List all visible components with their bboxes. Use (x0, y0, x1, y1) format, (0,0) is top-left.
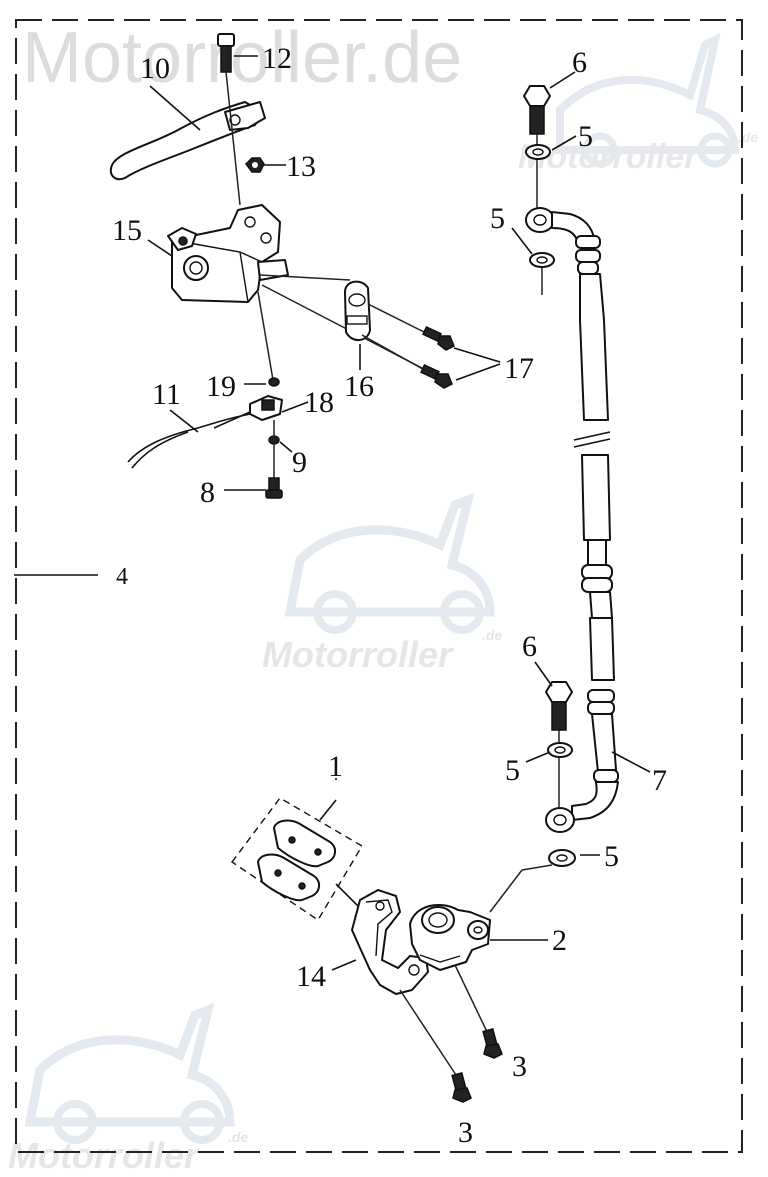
lever-pivot-nut (245, 157, 265, 173)
caliper-bolt-upper (482, 1028, 503, 1059)
clamp-bolts (361, 303, 455, 389)
watermark-scooter-center: Motorroller .de (262, 492, 502, 675)
watermark-brand-bottom: Motorroller (8, 1135, 200, 1176)
callout-3-upper: 3 (512, 1050, 527, 1083)
callout-6-lower: 6 (522, 630, 537, 663)
callout-3-lower: 3 (458, 1116, 473, 1149)
callout-13: 13 (286, 150, 316, 183)
caliper-bolt-axis-upper (454, 964, 491, 1039)
callout-14: 14 (296, 960, 326, 993)
callout-7: 7 (652, 764, 667, 797)
callout-4: 4 (116, 564, 128, 590)
caliper-bolt-lower (451, 1072, 472, 1103)
brake-light-switch (189, 395, 283, 431)
switch-cable (127, 411, 251, 469)
master-cylinder (167, 204, 446, 381)
callout-5-lower-b: 5 (604, 840, 619, 873)
callout-15: 15 (112, 214, 142, 247)
brake-lever (109, 101, 266, 181)
callout-16: 16 (344, 370, 374, 403)
lower-banjo-fitting (545, 807, 575, 833)
brake-pad-set (230, 797, 363, 921)
caliper-bolt-axis-lower (399, 989, 459, 1079)
handlebar-clamp (344, 280, 371, 341)
lower-banjo-bolt (545, 681, 573, 808)
watermark-scooter-top-right: Motorroller .de (518, 32, 758, 176)
watermark-suffix-center: .de (482, 627, 502, 643)
callout-1: 1 (328, 750, 343, 783)
watermark-brand-center: Motorroller (262, 634, 454, 675)
callout-5-upper-a: 5 (578, 120, 593, 153)
watermark-scooter-bottom-left: Motorroller .de (8, 1002, 248, 1176)
callout-leaders (147, 55, 651, 971)
callout-8: 8 (200, 476, 215, 509)
callout-5-upper-b: 5 (490, 202, 505, 235)
callout-11: 11 (152, 378, 181, 411)
callout-17: 17 (504, 352, 534, 385)
brake-hose (571, 235, 619, 821)
watermark-suffix-bottom: .de (228, 1129, 248, 1145)
switch-screw (265, 477, 283, 499)
callout-12: 12 (262, 42, 292, 75)
assembly-frame-dashed (15, 19, 743, 1153)
brake-caliper (409, 903, 491, 971)
callout-10: 10 (140, 52, 170, 85)
watermark-top: Motorroller.de (22, 18, 462, 98)
callout-19: 19 (206, 370, 236, 403)
watermark-suffix-top: .de (738, 129, 758, 145)
washer-19 (268, 377, 280, 387)
callout-labels: 12 10 13 15 6 5 5 17 16 19 18 11 9 8 4 6… (112, 42, 667, 1149)
callout-5-lower-a: 5 (505, 754, 520, 787)
callout-2: 2 (552, 924, 567, 957)
lever-pivot-bolt (217, 33, 241, 206)
callout-18: 18 (304, 386, 334, 419)
callout-6-upper: 6 (572, 46, 587, 79)
callout-9: 9 (292, 446, 307, 479)
watermark-main-text: Motorroller.de (22, 18, 462, 98)
switch-axis (257, 291, 274, 381)
